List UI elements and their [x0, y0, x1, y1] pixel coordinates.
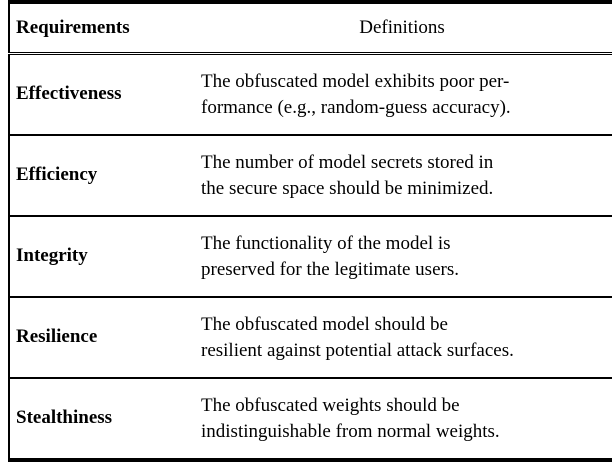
table-header-row: Requirements Definitions — [8, 0, 612, 54]
definition-integrity: The functionality of the model is preser… — [191, 215, 612, 297]
table-row: Integrity The functionality of the model… — [8, 215, 612, 297]
definition-effectiveness: The obfuscated model exhibits poor per- … — [191, 52, 612, 135]
definition-line: preserved for the legitimate users. — [201, 258, 459, 280]
table-row: Stealthiness The obfuscated weights shou… — [8, 377, 612, 462]
definition-stealthiness: The obfuscated weights should be indisti… — [191, 377, 612, 462]
requirements-table-container: Requirements Definitions Effectiveness T… — [8, 0, 612, 462]
requirements-definitions-table: Requirements Definitions Effectiveness T… — [8, 0, 612, 462]
column-header-requirements: Requirements — [8, 0, 191, 54]
definition-efficiency: The number of model secrets stored in th… — [191, 134, 612, 216]
table-row: Efficiency The number of model secrets s… — [8, 134, 612, 216]
definition-line: The number of model secrets stored in — [201, 152, 494, 174]
requirement-label-integrity: Integrity — [8, 215, 191, 297]
requirement-label-efficiency: Efficiency — [8, 134, 191, 216]
definition-line: The obfuscated weights should be — [201, 395, 460, 417]
definition-line: The obfuscated model exhibits poor per- — [201, 71, 510, 93]
definition-line: the secure space should be minimized. — [201, 177, 494, 199]
requirement-label-effectiveness: Effectiveness — [8, 52, 191, 135]
requirement-label-stealthiness: Stealthiness — [8, 377, 191, 462]
definition-line: indistinguishable from normal weights. — [201, 420, 500, 442]
requirement-label-resilience: Resilience — [8, 296, 191, 378]
definition-resilience: The obfuscated model should be resilient… — [191, 296, 612, 378]
definition-line: resilient against potential attack surfa… — [201, 339, 514, 361]
table-row: Effectiveness The obfuscated model exhib… — [8, 52, 612, 135]
column-header-definitions: Definitions — [191, 0, 612, 54]
definition-line: The obfuscated model should be — [201, 314, 448, 336]
definition-line: formance (e.g., random-guess accuracy). — [201, 96, 511, 118]
definition-line: The functionality of the model is — [201, 233, 451, 255]
table-row: Resilience The obfuscated model should b… — [8, 296, 612, 378]
